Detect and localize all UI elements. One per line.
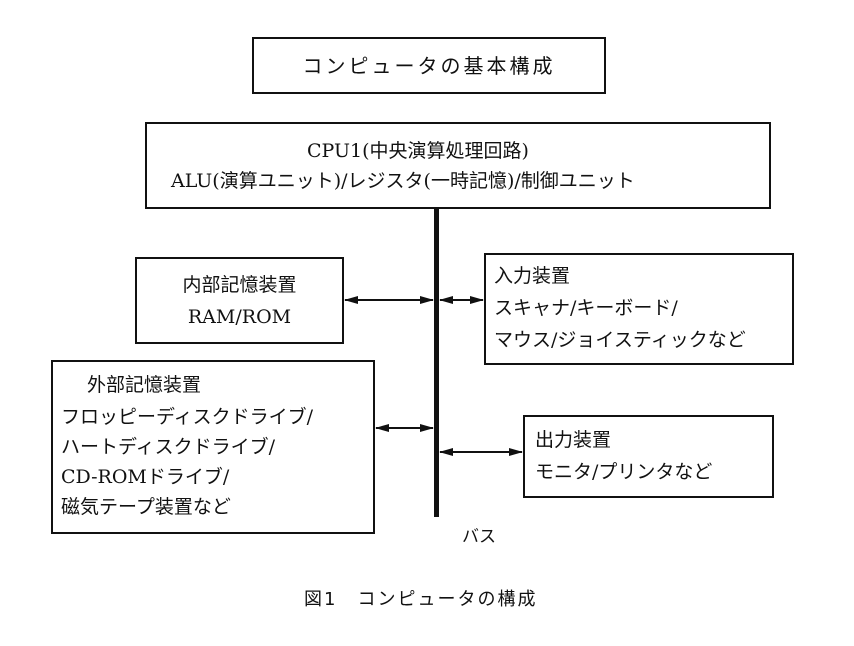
cpu-components: ALU(演算ユニット)/レジスタ(一時記憶)/制御ユニット bbox=[171, 170, 635, 192]
input-device-examples-2: マウス/ジョイスティックなど bbox=[494, 329, 746, 351]
internal-memory-types: RAM/ROM bbox=[187, 306, 292, 328]
bus-label: バス bbox=[462, 527, 496, 547]
input-device-label: 入力装置 bbox=[494, 265, 571, 287]
internal-memory-label: 内部記憶装置 bbox=[182, 274, 297, 296]
external-memory-item-2: ハートディスクドライブ/ bbox=[61, 436, 276, 458]
external-memory-item-3: CD-ROMドライブ/ bbox=[61, 466, 230, 488]
output-device-examples: モニタ/プリンタなど bbox=[535, 461, 713, 483]
figure-caption: 図1 コンピュータの構成 bbox=[304, 589, 538, 610]
input-device-examples-1: スキャナ/キーボード/ bbox=[494, 297, 678, 319]
cpu-label: CPU1(中央演算処理回路) bbox=[307, 140, 529, 162]
output-device-box: 出力装置 モニタ/プリンタなど bbox=[523, 415, 774, 498]
external-memory-item-1: フロッピーディスクドライブ/ bbox=[61, 406, 314, 428]
external-memory-label: 外部記憶装置 bbox=[87, 374, 202, 396]
diagram-title: コンピュータの基本構成 bbox=[302, 54, 556, 78]
external-memory-item-4: 磁気テープ装置など bbox=[61, 496, 231, 518]
input-device-box: 入力装置 スキャナ/キーボード/ マウス/ジョイスティックなど bbox=[484, 253, 794, 365]
external-memory-box: 外部記憶装置 フロッピーディスクドライブ/ ハートディスクドライブ/ CD-RO… bbox=[51, 360, 375, 534]
output-device-label: 出力装置 bbox=[535, 429, 612, 451]
internal-memory-box: 内部記憶装置 RAM/ROM bbox=[135, 257, 344, 344]
title-box: コンピュータの基本構成 bbox=[252, 37, 606, 94]
cpu-box: CPU1(中央演算処理回路) ALU(演算ユニット)/レジスタ(一時記憶)/制御… bbox=[145, 122, 771, 209]
